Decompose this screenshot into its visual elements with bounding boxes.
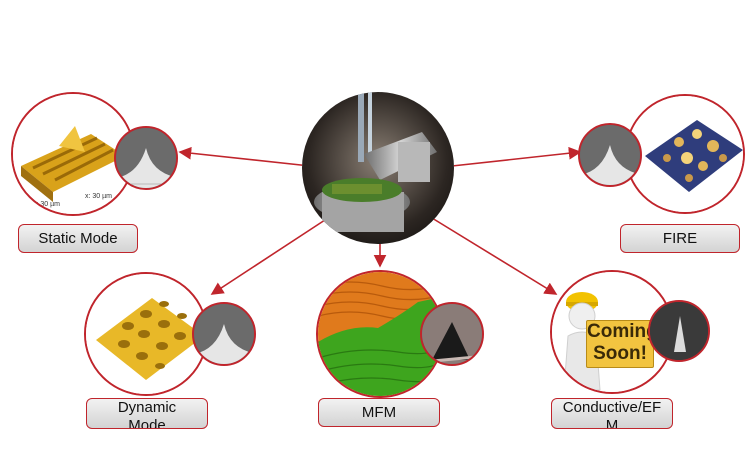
afm-instrument-photo (302, 92, 454, 244)
svg-text:x: 30 µm: x: 30 µm (85, 193, 112, 200)
static-mode-tip-image (114, 126, 178, 190)
arrow-to-fire (451, 146, 582, 167)
conductive-efm-label: Conductive/EF M (551, 398, 673, 429)
dynamic-mode-tip-image (192, 302, 256, 366)
coming-soon-sign: Coming Soon! (586, 320, 658, 368)
fire-tip-image (578, 123, 642, 187)
static-mode-label: Static Mode (18, 224, 138, 253)
dynamic-mode-label: Dynamic Mode (86, 398, 208, 429)
static-mode-topography-image: y: 30 µm x: 30 µm (11, 92, 135, 216)
fire-topography-image (625, 94, 745, 214)
mfm-label: MFM (318, 398, 440, 427)
svg-text:y: 30 µm: y: 30 µm (33, 201, 60, 208)
conductive-efm-tip-image (648, 300, 710, 362)
arrow-to-dynamic (210, 217, 329, 295)
arrow-to-static (178, 146, 311, 167)
fire-label: FIRE (620, 224, 740, 253)
mfm-tip-image (420, 302, 484, 366)
dynamic-mode-topography-image (84, 272, 208, 396)
arrow-to-conductive (431, 217, 558, 295)
